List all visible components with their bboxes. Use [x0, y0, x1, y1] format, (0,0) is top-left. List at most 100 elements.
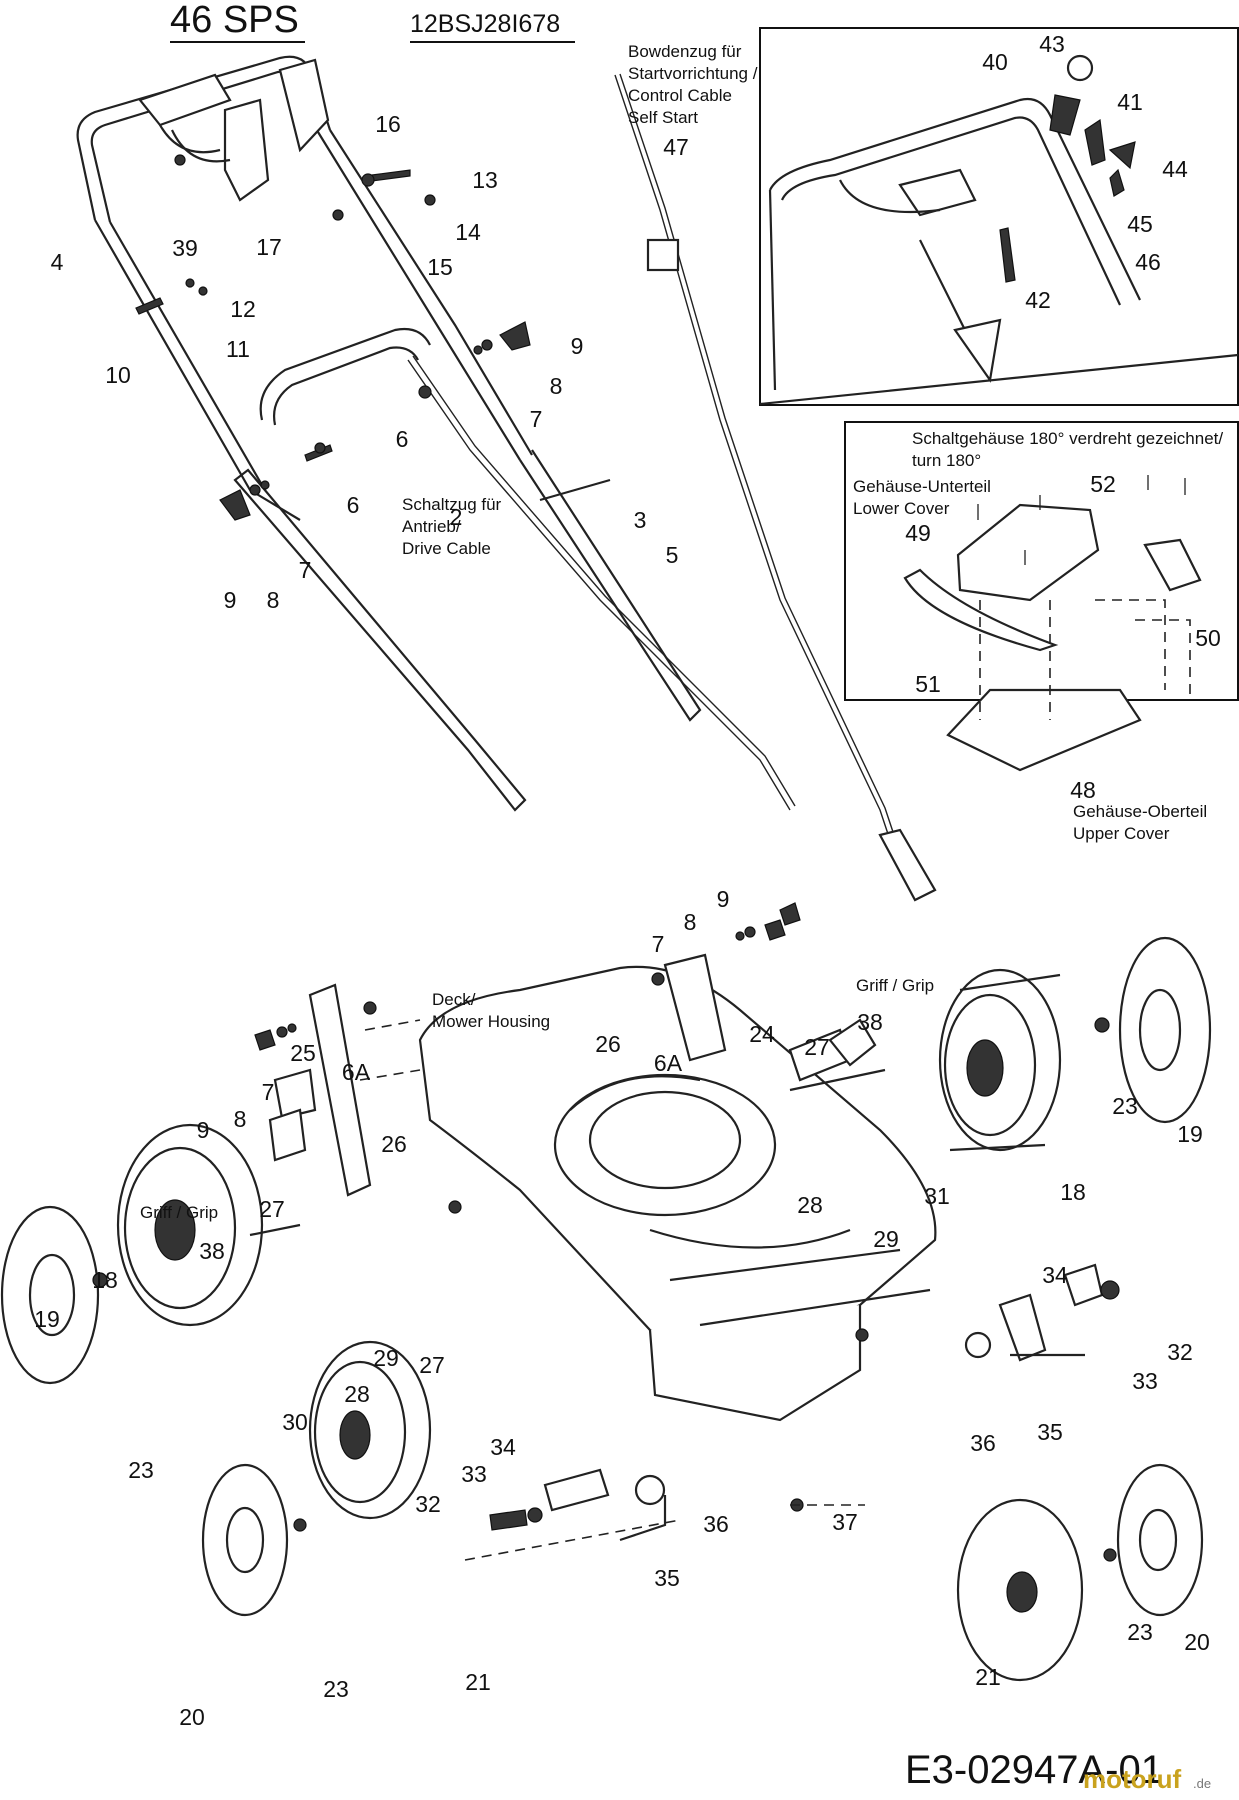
detail-box-handle-top	[759, 27, 1239, 406]
watermark-suffix: .de	[1193, 1776, 1211, 1791]
part-number-23: 23	[1127, 1619, 1153, 1645]
part-number-38: 38	[199, 1238, 225, 1264]
part-number-47: 47	[663, 134, 689, 160]
part-number-23: 23	[323, 1676, 349, 1702]
part-number-44: 44	[1162, 156, 1188, 182]
part-number-31: 31	[924, 1183, 950, 1209]
part-number-27: 27	[419, 1352, 445, 1378]
mower-deck-drawing	[308, 953, 937, 1422]
diagram-title: 46 SPS	[170, 0, 299, 41]
part-number-8: 8	[684, 909, 697, 935]
note-control-cable-4: Self Start	[628, 108, 698, 127]
part-number-8: 8	[550, 373, 563, 399]
part-number-40: 40	[982, 49, 1008, 75]
part-number-46: 46	[1135, 249, 1161, 275]
part-number-20: 20	[1184, 1629, 1210, 1655]
part-number-20: 20	[179, 1704, 205, 1730]
note-control-cable-2: Startvorrichtung /	[628, 64, 758, 83]
control-cable-drawing	[614, 73, 937, 902]
part-number-32: 32	[415, 1491, 441, 1517]
part-number-14: 14	[455, 219, 481, 245]
part-number-33: 33	[1132, 1368, 1158, 1394]
note-grip-right: Griff / Grip	[856, 976, 934, 995]
note-drive-cable-1: Schaltzug für	[402, 495, 502, 514]
part-number-6a: 6A	[342, 1059, 371, 1085]
note-upper-cover-2: Upper Cover	[1073, 824, 1170, 843]
part-number-9: 9	[717, 886, 730, 912]
part-number-16: 16	[375, 111, 401, 137]
part-number-8: 8	[234, 1106, 247, 1132]
rear-left-hubcap	[0, 1205, 100, 1385]
note-grip-left: Griff / Grip	[140, 1203, 218, 1222]
rear-right-hubcap	[1118, 936, 1212, 1124]
part-number-38: 38	[857, 1009, 883, 1035]
part-number-36: 36	[703, 1511, 729, 1537]
part-number-labels: 4340414445464216131415173941211109876476…	[34, 31, 1221, 1730]
note-control-cable-1: Bowdenzug für	[628, 42, 742, 61]
part-number-36: 36	[970, 1430, 996, 1456]
part-number-48: 48	[1070, 777, 1096, 803]
part-number-9: 9	[224, 587, 237, 613]
part-number-11: 11	[226, 336, 250, 362]
part-number-51: 51	[915, 671, 941, 697]
part-number-34: 34	[490, 1434, 516, 1460]
part-number-37: 37	[832, 1509, 858, 1535]
part-number-17: 17	[256, 234, 282, 260]
part-number-25: 25	[290, 1040, 316, 1066]
part-number-33: 33	[461, 1461, 487, 1487]
note-deck-2: Mower Housing	[432, 1012, 550, 1031]
part-number-29: 29	[373, 1345, 399, 1371]
upper-handle-drawing	[76, 55, 796, 812]
part-number-26: 26	[381, 1131, 407, 1157]
note-upper-cover-1: Gehäuse-Oberteil	[1073, 802, 1207, 821]
part-number-6: 6	[347, 492, 360, 518]
part-number-7: 7	[530, 406, 543, 432]
part-number-7: 7	[262, 1079, 275, 1105]
part-number-6a: 6A	[654, 1050, 683, 1076]
detail-box-housing	[844, 421, 1239, 772]
part-number-8: 8	[267, 587, 280, 613]
height-adjuster-parts	[249, 902, 1120, 1561]
part-number-41: 41	[1117, 89, 1143, 115]
part-number-35: 35	[654, 1565, 680, 1591]
part-number-3: 3	[634, 507, 647, 533]
part-number-35: 35	[1037, 1419, 1063, 1445]
model-number: 12BSJ28I678	[410, 10, 560, 38]
front-left-hubcap	[201, 1463, 289, 1617]
part-number-18: 18	[1060, 1179, 1086, 1205]
rear-right-wheel	[938, 968, 1062, 1152]
drawing-code: E3-02947A-01	[905, 1748, 1163, 1792]
part-number-27: 27	[259, 1196, 285, 1222]
part-number-13: 13	[472, 167, 498, 193]
part-number-10: 10	[105, 362, 131, 388]
front-left-wheel	[308, 1340, 432, 1520]
part-number-7: 7	[652, 931, 665, 957]
part-number-49: 49	[905, 520, 931, 546]
part-number-2: 2	[450, 504, 463, 530]
part-number-15: 15	[427, 254, 453, 280]
front-right-hubcap	[1116, 1463, 1204, 1617]
note-drive-cable-2: Antrieb/	[402, 517, 461, 536]
annotation-notes: Bowdenzug für Startvorrichtung / Control…	[140, 42, 1223, 1222]
part-number-43: 43	[1039, 31, 1065, 57]
part-number-30: 30	[282, 1409, 308, 1435]
part-number-27: 27	[804, 1034, 830, 1060]
note-housing-rotated-1: Schaltgehäuse 180° verdreht gezeichnet/	[912, 429, 1223, 448]
part-number-32: 32	[1167, 1339, 1193, 1365]
part-number-52: 52	[1090, 471, 1116, 497]
part-number-42: 42	[1025, 287, 1051, 313]
note-housing-rotated-2: turn 180°	[912, 451, 981, 470]
part-number-19: 19	[34, 1306, 60, 1332]
front-right-wheel	[956, 1498, 1084, 1682]
part-number-6: 6	[396, 426, 409, 452]
part-number-28: 28	[797, 1192, 823, 1218]
part-number-19: 19	[1177, 1121, 1203, 1147]
part-number-50: 50	[1195, 625, 1221, 651]
part-number-23: 23	[128, 1457, 154, 1483]
part-number-34: 34	[1042, 1262, 1068, 1288]
part-number-7: 7	[299, 557, 312, 583]
part-number-9: 9	[197, 1117, 210, 1143]
part-number-39: 39	[172, 235, 198, 261]
